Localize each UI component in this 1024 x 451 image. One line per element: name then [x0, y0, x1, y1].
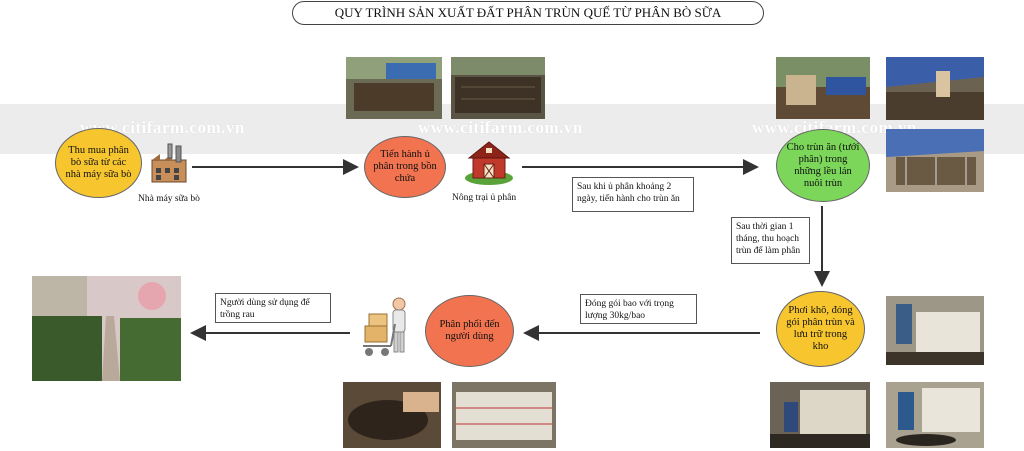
photo-compost-tanks-1 [346, 57, 442, 119]
photo-warehouse-1 [770, 382, 870, 448]
node-buy-manure: Thu mua phân bò sữa từ các nhà máy sữa b… [55, 128, 142, 198]
photo-worm-shed-2 [886, 57, 984, 120]
node-dry-package: Phơi khô, đóng gói phân trùn và lưu trữ … [776, 291, 865, 367]
photo-worm-shed-3 [886, 129, 984, 192]
photo-packed-bags [452, 382, 556, 448]
photo-compost-tanks-2 [451, 57, 545, 119]
caption-factory: Nhà máy sữa bò [138, 194, 200, 204]
caption-farm: Nông trại ủ phân [452, 193, 517, 203]
photo-warehouse-2 [886, 382, 984, 448]
note-package: Đóng gói bao với trọng lượng 30kg/bao [580, 294, 697, 324]
note-after-compost: Sau khi ủ phân khoảng 2 ngày, tiến hành … [572, 177, 694, 212]
photo-vermicompost-soil [343, 382, 441, 448]
watermark-3: www.citifarm.com.vn [752, 118, 917, 137]
diagram-title: QUY TRÌNH SẢN XUẤT ĐẤT PHÂN TRÙN QUẾ TỪ … [292, 1, 764, 25]
photo-worm-shed-1 [776, 57, 870, 119]
farm-barn-icon [463, 136, 515, 186]
factory-icon [146, 142, 192, 184]
watermark-2: www.citifarm.com.vn [418, 118, 583, 137]
note-harvest: Sau thời gian 1 tháng, thu hoạch trùn để… [731, 217, 810, 264]
node-compost: Tiến hành ủ phân trong bồn chứa [364, 136, 446, 198]
photo-rooftop-vegetables [32, 276, 181, 381]
note-user: Người dùng sử dụng để trồng rau [215, 293, 331, 323]
delivery-worker-icon [359, 296, 415, 362]
node-distribute: Phân phối đến người dùng [425, 295, 514, 367]
node-feed-worms: Cho trùn ăn (tưới phân) trong những lều … [776, 129, 870, 202]
photo-packing-1 [886, 296, 984, 365]
